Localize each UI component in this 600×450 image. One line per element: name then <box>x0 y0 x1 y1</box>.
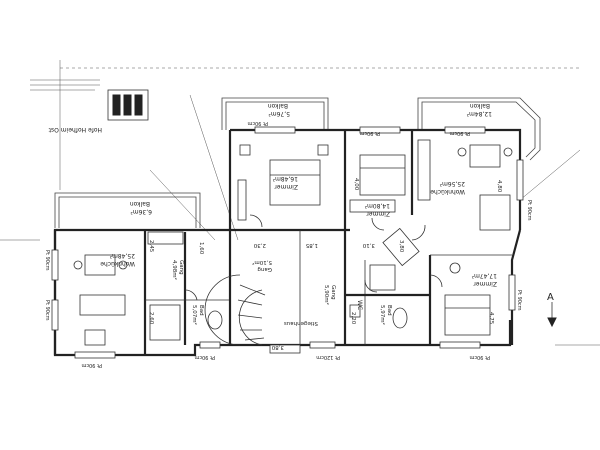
section-marker-label: A <box>547 292 554 303</box>
title-block-lines <box>30 79 100 91</box>
dim-10: 4,80 <box>496 180 502 193</box>
room-area-wohnkueche-b: 25,48m² <box>109 252 135 259</box>
sill-top-mid: Pt 90cm <box>359 130 380 136</box>
dim-11: 4,75 <box>488 312 494 325</box>
dim-7: 2,45 <box>148 240 154 253</box>
sill-labels: Pt 90cm Pt 90cm Pt 90cm Pt 90cm Pt 90cm … <box>44 120 532 368</box>
room-name-gang-b: Gang <box>257 266 272 272</box>
room-name-bad-a: Bad <box>198 305 204 316</box>
room-area-gang-c: 5,90m² <box>323 285 330 305</box>
room-name-zimmer-b: Zimmer <box>366 210 390 217</box>
dim-5: 2,20 <box>350 312 356 325</box>
room-area-zimmer-c: 17,47m² <box>471 272 497 279</box>
room-area-gang-b: 5,10m² <box>252 259 272 266</box>
table-icon <box>84 254 116 276</box>
doors <box>184 214 443 301</box>
sill-right-top: Pt 90cm <box>526 200 532 221</box>
sofa-icon <box>79 294 126 316</box>
balcony-top-left-area: 5,76m² <box>268 110 290 117</box>
logo-text: Hofe Hofheim Ost <box>48 126 102 133</box>
table-icon <box>469 144 501 168</box>
room-name-bad-b: Bad <box>386 305 392 316</box>
balcony-top-left: Balkon 5,76m² <box>221 97 329 130</box>
sill-left-top: Pt 90cm <box>44 250 50 271</box>
balcony-top-left-name: Balkon <box>268 102 288 109</box>
room-area-bad-a: 5,07m² <box>191 305 198 325</box>
bed-icon <box>444 294 491 336</box>
balcony-top-right-name: Balkon <box>470 102 490 109</box>
room-name-treppenhaus: Stiegenhaus <box>284 320 318 326</box>
room-name-gang-c: Gang <box>330 285 336 300</box>
balcony-left-name: Balkon <box>130 200 150 207</box>
room-name-zimmer-a: Zimmer <box>274 183 298 190</box>
room-name-wohnkueche-b: Wohnküche <box>100 260 135 267</box>
wc-icon <box>349 304 361 318</box>
bathtub-icon <box>149 304 181 341</box>
balcony-top-right-area: 12,84m² <box>466 110 492 117</box>
dim-2: 3,10 <box>362 242 375 248</box>
staircase <box>204 274 301 354</box>
section-marker: A <box>547 292 557 328</box>
sill-bottom-left: Pt 90cm <box>81 362 102 368</box>
balcony-left: Balkon 6,36m² <box>54 192 201 228</box>
dim-3: 2,30 <box>253 242 266 248</box>
sill-left-bottom: Pt 90cm <box>44 300 50 321</box>
room-area-zimmer-a: 16,48m² <box>272 175 298 182</box>
bed-icon <box>269 159 321 206</box>
room-area-wohnkueche-a: 25,56m² <box>439 180 465 187</box>
dim-1: 4,00 <box>353 178 359 191</box>
windows <box>51 126 524 359</box>
guide-lines <box>0 60 600 346</box>
furniture <box>73 139 513 346</box>
room-name-zimmer-c: Zimmer <box>473 280 497 287</box>
room-area-gang-a: 4,98m² <box>171 260 178 280</box>
sill-bottom-mid2: Pt 120cm <box>316 354 340 360</box>
room-area-zimmer-b: 14,80m² <box>364 202 390 209</box>
dim-12: 3,80 <box>398 240 404 253</box>
dimension-labels: 4,00 3,10 2,30 1,85 2,20 2,60 2,45 3,80 … <box>148 178 502 350</box>
dim-6: 2,60 <box>148 312 154 325</box>
sill-top-right: Pt 90cm <box>449 130 470 136</box>
balcony-left-area: 6,36m² <box>130 208 152 215</box>
sill-bottom-right: Pt 90cm <box>469 354 490 360</box>
room-labels: Zimmer 16,48m² Zimmer 14,80m² Wohnküche … <box>100 175 497 326</box>
logo: Hofe Hofheim Ost <box>48 89 149 133</box>
interior-walls <box>143 130 512 355</box>
room-name-wohnkueche-a: Wohnküche <box>430 188 465 195</box>
bed-icon <box>359 154 406 196</box>
sill-top-left: Pt 90cm <box>247 120 268 126</box>
room-area-bad-b: 5,97m² <box>379 305 386 325</box>
sill-bottom-mid: Pt 90cm <box>194 354 215 360</box>
dim-8: 3,80 <box>271 344 284 350</box>
dim-4: 1,85 <box>305 242 318 248</box>
dim-9: 1,60 <box>198 242 204 255</box>
room-name-wc: WC <box>356 300 363 310</box>
sill-right-bottom: Pt 90cm <box>516 290 522 311</box>
balcony-top-right: Balkon 12,84m² <box>417 97 541 161</box>
room-name-gang-a: Gang <box>178 260 184 275</box>
sofa-icon <box>479 194 511 231</box>
